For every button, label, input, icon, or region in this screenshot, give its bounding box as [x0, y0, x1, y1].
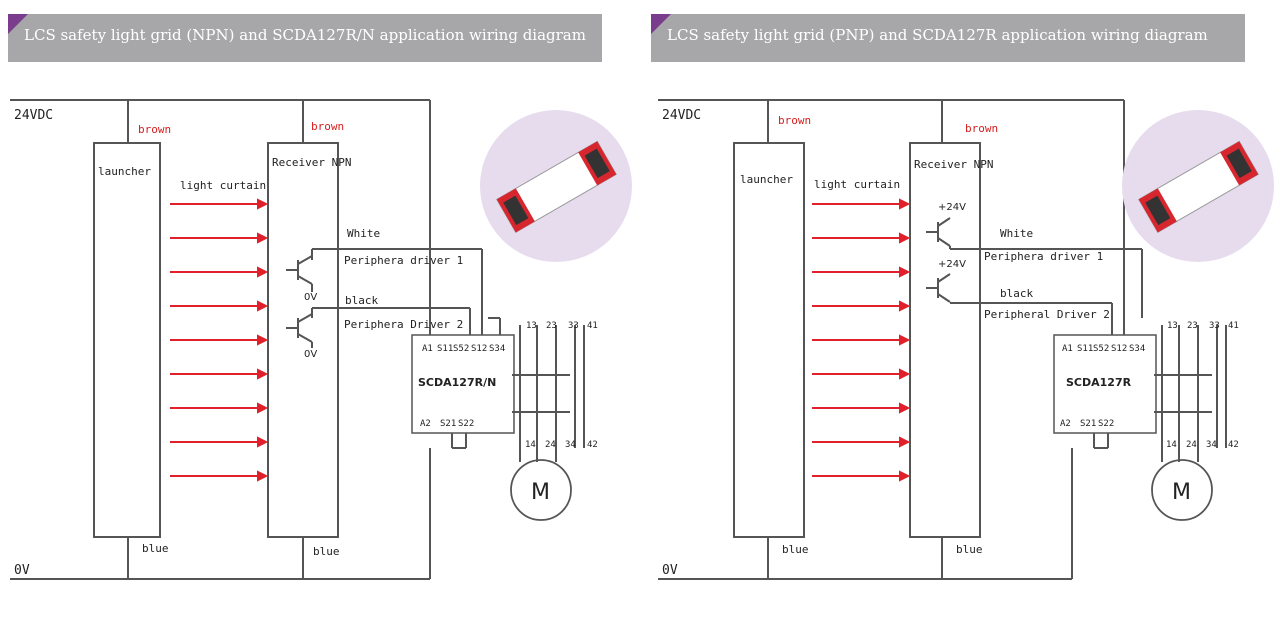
receiver-label: Receiver NPN	[272, 156, 351, 169]
relay-model-label: SCDA127R	[1066, 376, 1132, 389]
light-curtain-label: light curtain	[814, 178, 900, 191]
black-wire-label: black	[1000, 287, 1033, 300]
output-2-label: Periphera Driver 2	[344, 318, 463, 331]
wiring-diagram: 24VDC 0V brown brown blue blue launcher …	[658, 99, 1274, 580]
terminal-label: S34	[489, 344, 505, 354]
contact-label: 14	[1166, 440, 1177, 450]
terminal-label: S11	[437, 344, 453, 354]
transistor-ref-label: 0V	[304, 292, 317, 303]
terminal-label: S52	[1093, 344, 1109, 354]
pnp-wiring-panel: LCS safety light grid (PNP) and SCDA127R…	[642, 0, 1284, 629]
emitter-label: launcher	[740, 173, 793, 186]
ground-label: 0V	[662, 563, 678, 578]
contact-label: 41	[1228, 321, 1239, 331]
wire-blue-label: blue	[313, 545, 340, 558]
contact-label: 42	[587, 440, 598, 450]
contact-label: 33	[1209, 321, 1220, 331]
transistor-ref-label: +24V	[938, 259, 966, 270]
relay-module-image	[480, 110, 632, 262]
panel-header: LCS safety light grid (NPN) and SCDA127R…	[8, 14, 602, 62]
white-wire-label: White	[1000, 227, 1033, 240]
ground-label: 0V	[14, 563, 30, 578]
npn-wiring-panel: LCS safety light grid (NPN) and SCDA127R…	[8, 14, 632, 580]
terminal-label: A2	[1060, 419, 1071, 429]
terminal-label: S12	[1111, 344, 1127, 354]
contact-label: 23	[1187, 321, 1198, 331]
white-wire-label: White	[347, 227, 380, 240]
relay-model-label: SCDA127R/N	[418, 376, 496, 389]
output-1-label: Periphera driver 1	[984, 250, 1103, 263]
black-wire-label: black	[345, 294, 378, 307]
panel-title: LCS safety light grid (NPN) and SCDA127R…	[24, 26, 586, 44]
contact-label: 13	[526, 321, 537, 331]
header-corner-accent	[8, 14, 28, 34]
terminal-label: S34	[1129, 344, 1145, 354]
contact-label: 13	[1167, 321, 1178, 331]
wiring-diagram: 24VDC 0V brown brown blue blue launcher …	[10, 99, 632, 580]
emitter-label: launcher	[98, 165, 151, 178]
wire-brown-label: brown	[778, 114, 811, 127]
terminal-label: S52	[453, 344, 469, 354]
contact-label: 42	[1228, 440, 1239, 450]
output-1-label: Periphera driver 1	[344, 254, 463, 267]
contact-label: 41	[587, 321, 598, 331]
motor-label: M	[1172, 480, 1191, 505]
transistor-ref-label: 0V	[304, 349, 317, 360]
terminal-label: A1	[1062, 344, 1073, 354]
wire-blue-label: blue	[142, 542, 169, 555]
output-2-label: Peripheral Driver 2	[984, 308, 1110, 321]
supply-label: 24VDC	[14, 108, 53, 123]
contact-label: 34	[565, 440, 576, 450]
contact-label: 14	[525, 440, 536, 450]
contact-label: 24	[545, 440, 556, 450]
receiver-label: Receiver NPN	[914, 158, 993, 171]
motor-label: M	[531, 480, 550, 505]
wire-brown-label: brown	[311, 120, 344, 133]
terminal-label: S21	[1080, 419, 1096, 429]
terminal-label: S12	[471, 344, 487, 354]
header-corner-accent	[651, 14, 671, 34]
terminal-label: S11	[1077, 344, 1093, 354]
contact-label: 33	[568, 321, 579, 331]
terminal-label: S22	[1098, 419, 1114, 429]
terminal-label: S21	[440, 419, 456, 429]
terminal-label: A2	[420, 419, 431, 429]
light-beam-arrows	[170, 198, 269, 482]
terminal-label: S22	[458, 419, 474, 429]
transistor-ref-label: +24V	[938, 202, 966, 213]
wire-brown-label: brown	[965, 122, 998, 135]
terminal-label: A1	[422, 344, 433, 354]
contact-label: 23	[546, 321, 557, 331]
light-curtain-label: light curtain	[180, 179, 266, 192]
contact-label: 34	[1206, 440, 1217, 450]
panel-title: LCS safety light grid (PNP) and SCDA127R…	[667, 26, 1208, 44]
wire-blue-label: blue	[956, 543, 983, 556]
relay-module-image	[1122, 110, 1274, 262]
contact-label: 24	[1186, 440, 1197, 450]
wire-blue-label: blue	[782, 543, 809, 556]
light-beam-arrows	[812, 198, 911, 482]
wire-brown-label: brown	[138, 123, 171, 136]
panel-header: LCS safety light grid (PNP) and SCDA127R…	[651, 14, 1245, 62]
supply-label: 24VDC	[662, 108, 701, 123]
